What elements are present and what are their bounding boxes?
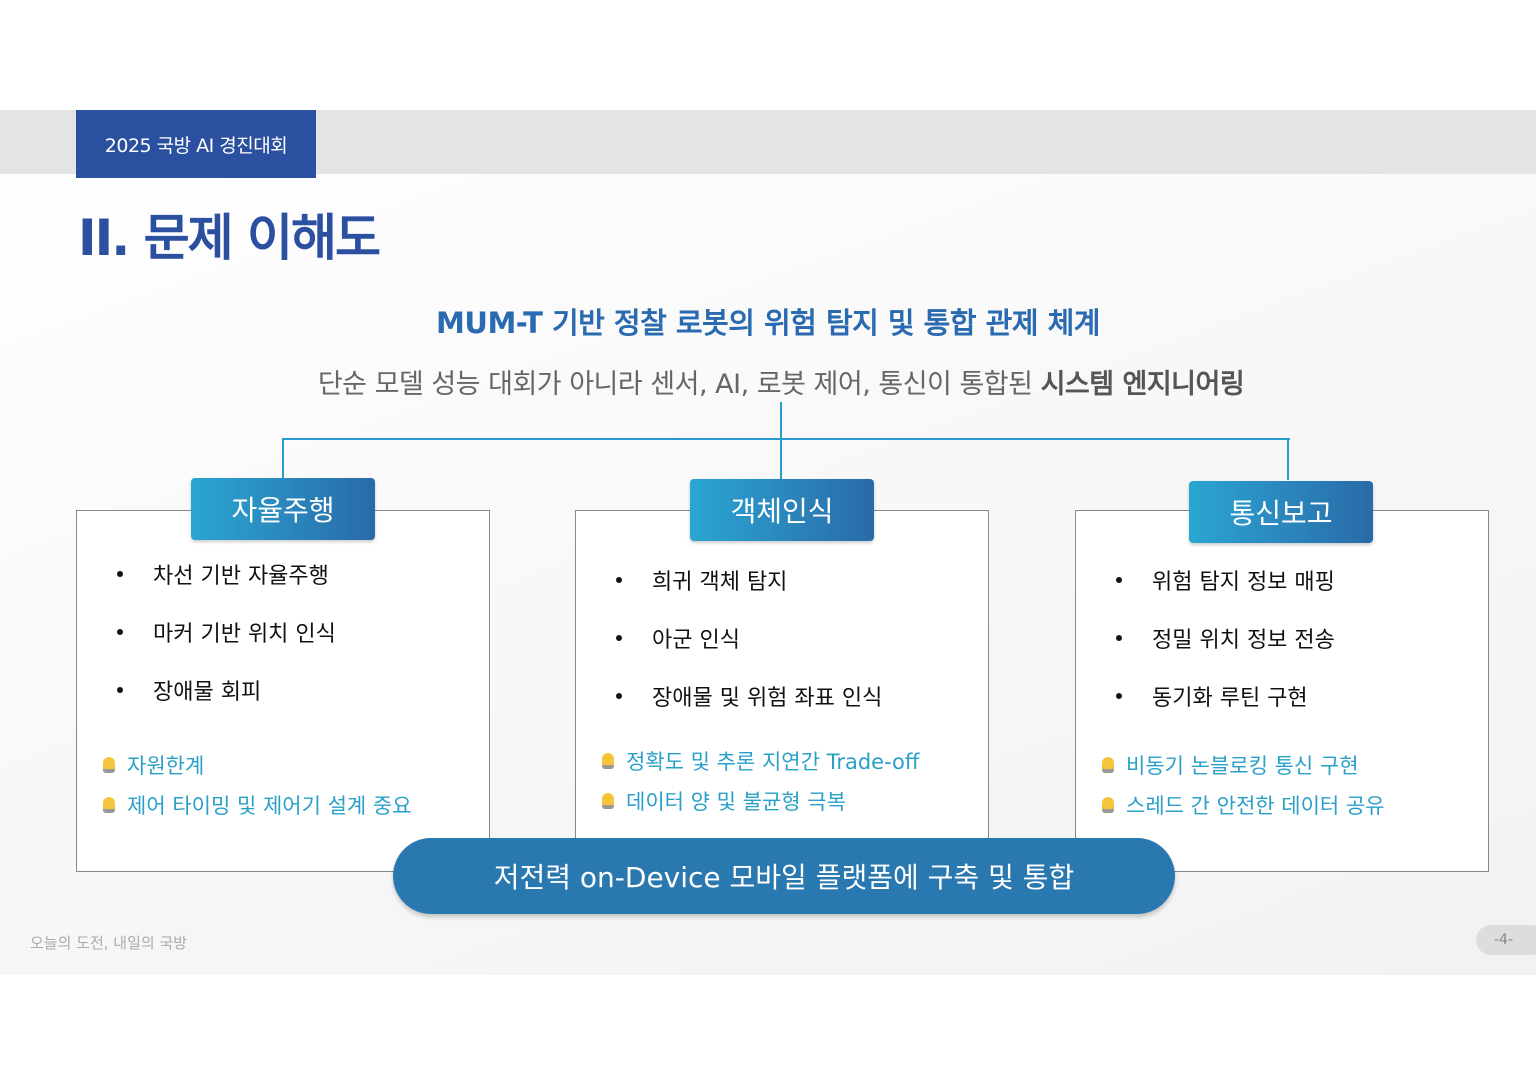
bullet-icon xyxy=(1116,577,1122,583)
page-title: II. 문제 이해도 xyxy=(78,209,381,267)
list-item: 장애물 회피 xyxy=(117,661,336,719)
item-text: 동기화 루틴 구현 xyxy=(1152,686,1308,711)
card-header-autonomous-driving: 자율주행 xyxy=(191,478,375,540)
lightbulb-icon xyxy=(1102,797,1114,813)
item-text: 아군 인식 xyxy=(652,628,740,653)
card-header-communication-report: 통신보고 xyxy=(1189,481,1373,543)
bullet-icon xyxy=(616,577,622,583)
card-header-object-recognition: 객체인식 xyxy=(690,479,874,541)
list-item: 아군 인식 xyxy=(616,609,882,667)
tip: 정확도 및 추론 지연간 Trade-off xyxy=(602,741,919,781)
list-item: 정밀 위치 정보 전송 xyxy=(1116,609,1335,667)
lightbulb-icon xyxy=(103,757,115,773)
page-number: -4- xyxy=(1476,925,1536,955)
bullet-icon xyxy=(1116,635,1122,641)
list-item: 동기화 루틴 구현 xyxy=(1116,667,1335,725)
section-subtitle: MUM-T 기반 정찰 로봇의 위험 탐지 및 통합 관제 체계 xyxy=(436,306,1100,340)
bullet-icon xyxy=(117,687,123,693)
integration-banner: 저전력 on-Device 모바일 플랫폼에 구축 및 통합 xyxy=(393,838,1175,914)
description-bold: 시스템 엔지니어링 xyxy=(1040,369,1245,400)
lightbulb-icon xyxy=(602,753,614,769)
lightbulb-icon xyxy=(103,797,115,813)
list-item: 차선 기반 자율주행 xyxy=(117,545,336,603)
tip-text: 스레드 간 안전한 데이터 공유 xyxy=(1126,794,1385,818)
item-text: 희귀 객체 탐지 xyxy=(652,570,788,595)
slide: 2025 국방 AI 경진대회 II. 문제 이해도 MUM-T 기반 정찰 로… xyxy=(0,110,1536,975)
tip-text: 제어 타이밍 및 제어기 설계 중요 xyxy=(127,794,412,818)
item-text: 위험 탐지 정보 매핑 xyxy=(1152,570,1335,595)
item-text: 마커 기반 위치 인식 xyxy=(153,622,336,647)
item-text: 장애물 및 위험 좌표 인식 xyxy=(652,686,883,711)
list-item: 장애물 및 위험 좌표 인식 xyxy=(616,667,882,725)
connector-line xyxy=(780,402,782,440)
item-text: 차선 기반 자율주행 xyxy=(153,564,329,589)
card-object-recognition: 희귀 객체 탐지 아군 인식 장애물 및 위험 좌표 인식 정확도 및 추론 지… xyxy=(575,510,989,872)
connector-line xyxy=(780,438,782,480)
tip: 자원한계 xyxy=(103,745,412,785)
lightbulb-icon xyxy=(602,793,614,809)
bullet-icon xyxy=(117,571,123,577)
tip: 스레드 간 안전한 데이터 공유 xyxy=(1102,785,1385,825)
list-item: 위험 탐지 정보 매핑 xyxy=(1116,551,1335,609)
bullet-icon xyxy=(616,693,622,699)
bullet-icon xyxy=(117,629,123,635)
description: 단순 모델 성능 대회가 아니라 센서, AI, 로봇 제어, 통신이 통합된 … xyxy=(0,362,1536,401)
list-item: 마커 기반 위치 인식 xyxy=(117,603,336,661)
tip-text: 비동기 논블로킹 통신 구현 xyxy=(1126,754,1359,778)
description-text: 단순 모델 성능 대회가 아니라 센서, AI, 로봇 제어, 통신이 통합된 xyxy=(317,369,1041,400)
bullet-icon xyxy=(1116,693,1122,699)
tip-text: 자원한계 xyxy=(127,754,205,778)
item-text: 정밀 위치 정보 전송 xyxy=(1152,628,1335,653)
item-text: 장애물 회피 xyxy=(153,680,262,705)
tip: 제어 타이밍 및 제어기 설계 중요 xyxy=(103,785,412,825)
bullet-icon xyxy=(616,635,622,641)
card-communication-report: 위험 탐지 정보 매핑 정밀 위치 정보 전송 동기화 루틴 구현 비동기 논블… xyxy=(1075,510,1489,872)
lightbulb-icon xyxy=(1102,757,1114,773)
footer-slogan: 오늘의 도전, 내일의 국방 xyxy=(30,934,188,952)
tip: 비동기 논블로킹 통신 구현 xyxy=(1102,745,1385,785)
connector-line xyxy=(282,438,1290,440)
connector-line xyxy=(1287,438,1289,480)
connector-line xyxy=(282,438,284,480)
card-autonomous-driving: 차선 기반 자율주행 마커 기반 위치 인식 장애물 회피 자원한계 제어 타이… xyxy=(76,510,490,872)
tip-text: 데이터 양 및 불균형 극복 xyxy=(626,790,846,814)
event-tag: 2025 국방 AI 경진대회 xyxy=(76,110,316,178)
tip-text: 정확도 및 추론 지연간 Trade-off xyxy=(626,750,920,774)
tip: 데이터 양 및 불균형 극복 xyxy=(602,781,919,821)
list-item: 희귀 객체 탐지 xyxy=(616,551,882,609)
